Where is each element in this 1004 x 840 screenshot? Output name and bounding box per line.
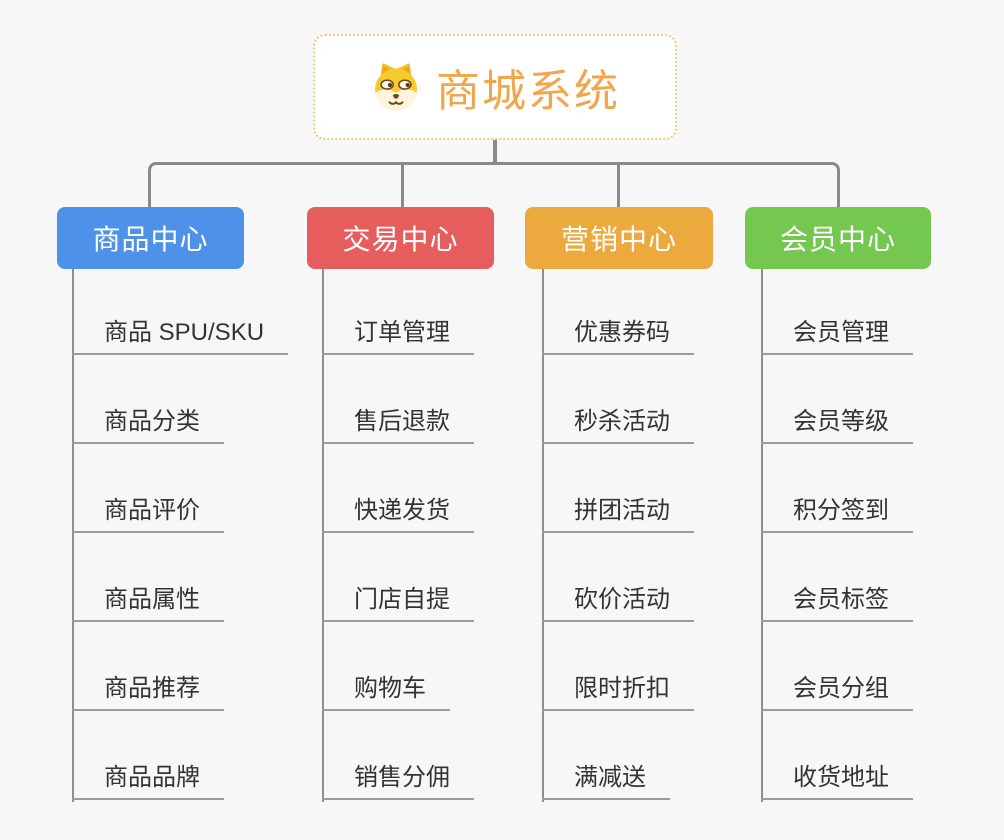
column-connector-line bbox=[761, 269, 763, 802]
dog-face-icon bbox=[375, 63, 417, 111]
leaf-item[interactable]: 购物车 bbox=[322, 667, 450, 711]
branch-label: 交易中心 bbox=[342, 224, 459, 255]
branch-label: 营销中心 bbox=[560, 224, 677, 255]
branch-node-marketing-center[interactable]: 营销中心 bbox=[525, 207, 713, 269]
branch-node-trade-center[interactable]: 交易中心 bbox=[307, 207, 494, 269]
branch-node-product-center[interactable]: 商品中心 bbox=[57, 207, 244, 269]
leaf-item[interactable]: 拼团活动 bbox=[542, 489, 694, 533]
branch-drop-connector bbox=[617, 163, 620, 208]
leaf-item[interactable]: 会员分组 bbox=[761, 667, 913, 711]
leaf-item[interactable]: 商品推荐 bbox=[72, 667, 224, 711]
leaf-item[interactable]: 会员标签 bbox=[761, 578, 913, 622]
branch-node-member-center[interactable]: 会员中心 bbox=[745, 207, 931, 269]
leaf-item[interactable]: 商品属性 bbox=[72, 578, 224, 622]
leaf-item[interactable]: 商品 SPU/SKU bbox=[72, 311, 289, 355]
leaf-item[interactable]: 秒杀活动 bbox=[542, 400, 694, 444]
leaf-item[interactable]: 订单管理 bbox=[322, 311, 474, 355]
leaf-item[interactable]: 会员管理 bbox=[761, 311, 913, 355]
leaf-item[interactable]: 商品品牌 bbox=[72, 756, 224, 800]
root-node[interactable]: 商城系统 bbox=[313, 34, 677, 140]
leaf-item[interactable]: 快递发货 bbox=[322, 489, 474, 533]
leaf-item[interactable]: 优惠券码 bbox=[542, 311, 694, 355]
tree-trunk-connector bbox=[148, 162, 840, 208]
column-connector-line bbox=[72, 269, 74, 802]
column-connector-line bbox=[542, 269, 544, 802]
leaf-item[interactable]: 售后退款 bbox=[322, 400, 474, 444]
root-title: 商城系统 bbox=[436, 67, 620, 116]
leaf-item[interactable]: 限时折扣 bbox=[542, 667, 694, 711]
root-connector-line bbox=[493, 140, 497, 164]
leaf-item[interactable]: 会员等级 bbox=[761, 400, 913, 444]
leaf-item[interactable]: 收货地址 bbox=[761, 756, 913, 800]
branch-label: 会员中心 bbox=[779, 224, 896, 255]
branch-drop-connector bbox=[401, 163, 404, 208]
leaf-item[interactable]: 商品分类 bbox=[72, 400, 224, 444]
leaf-item[interactable]: 砍价活动 bbox=[542, 578, 694, 622]
leaf-item[interactable]: 门店自提 bbox=[322, 578, 474, 622]
leaf-item[interactable]: 满减送 bbox=[542, 756, 670, 800]
leaf-item[interactable]: 积分签到 bbox=[761, 489, 913, 533]
branch-label: 商品中心 bbox=[92, 224, 209, 255]
column-connector-line bbox=[322, 269, 324, 802]
leaf-item[interactable]: 销售分佣 bbox=[322, 756, 474, 800]
leaf-item[interactable]: 商品评价 bbox=[72, 489, 224, 533]
